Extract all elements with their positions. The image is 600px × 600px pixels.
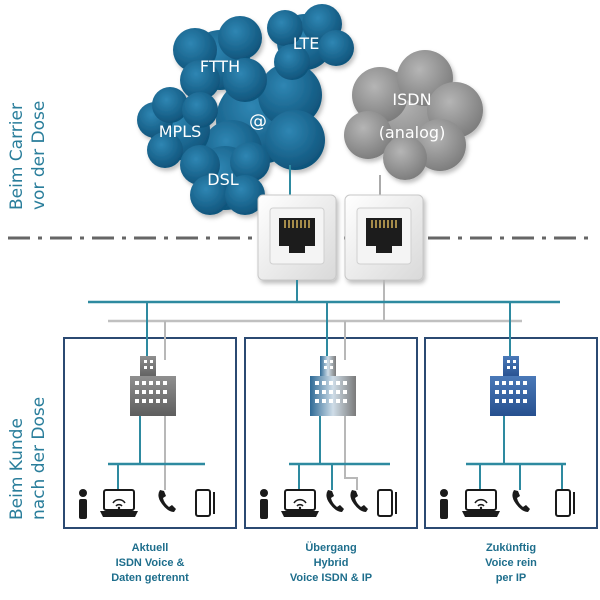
cloud-label-mpls: MPLS	[159, 122, 202, 141]
ip-network-socket-icon	[257, 194, 337, 281]
person-icon	[79, 489, 87, 519]
cloud-label-at: @	[249, 111, 267, 132]
cloud-dsl	[180, 142, 270, 215]
building-icon	[490, 356, 536, 416]
customer-label-line1: Beim Kunde	[7, 418, 27, 520]
cloud-label-dsl: DSL	[207, 170, 238, 189]
person-icon	[260, 489, 268, 519]
mobile-icon	[555, 489, 575, 517]
cloud-mpls	[137, 87, 218, 168]
cloud-lte	[267, 4, 354, 80]
caption-transition-line1: Übergang	[305, 541, 356, 554]
cloud-label-analog: (analog)	[379, 123, 446, 142]
customer-side-label: Beim Kunde nach der Dose	[7, 397, 49, 520]
caption-transition-line3: Voice ISDN & IP	[290, 572, 372, 584]
caption-transition: Übergang Hybrid Voice ISDN & IP	[290, 541, 372, 584]
building-icon	[130, 356, 176, 416]
phone-icon	[326, 490, 344, 512]
caption-future-line2: Voice rein	[485, 557, 537, 569]
laptop-icon	[100, 489, 138, 517]
svg-text:Beim Carrier: Beim Carrier	[7, 103, 27, 210]
cloud-label-ftth: FTTH	[200, 57, 240, 76]
caption-future-line1: Zukünftig	[486, 542, 536, 554]
cloud-isdn	[344, 50, 483, 180]
cloud-label-lte: LTE	[293, 34, 320, 53]
scenario-current	[79, 302, 215, 519]
caption-current-line1: Aktuell	[132, 542, 169, 554]
customer-label-line2: nach der Dose	[29, 397, 49, 520]
person-icon	[440, 489, 448, 519]
building-icon	[310, 356, 356, 416]
caption-current: Aktuell ISDN Voice & Daten getrennt	[111, 542, 189, 584]
carrier-side-label: Beim Carrier vor der Dose	[7, 101, 49, 210]
caption-future-line3: per IP	[496, 572, 527, 584]
mobile-icon	[195, 489, 215, 517]
cloud-ftth	[173, 16, 267, 102]
isdn-network-socket-icon	[344, 194, 424, 281]
laptop-icon	[281, 489, 319, 517]
svg-text:vor der Dose: vor der Dose	[29, 101, 49, 210]
caption-future: Zukünftig Voice rein per IP	[485, 542, 537, 584]
svg-text:Beim Kunde: Beim Kunde	[7, 418, 27, 520]
carrier-label-line2: vor der Dose	[29, 101, 49, 210]
svg-text:nach der Dose: nach der Dose	[29, 397, 49, 520]
scenario-transition	[260, 302, 397, 519]
mobile-icon	[377, 489, 397, 517]
phone-icon	[512, 490, 530, 512]
ip-cloud-cluster	[137, 4, 354, 215]
caption-current-line2: ISDN Voice &	[116, 557, 185, 569]
caption-current-line3: Daten getrennt	[111, 572, 189, 584]
laptop-icon	[462, 489, 500, 517]
phone-icon	[158, 490, 176, 512]
phone-icon	[350, 490, 368, 512]
cloud-label-isdn: ISDN	[392, 90, 431, 109]
scenario-future	[440, 302, 575, 519]
carrier-label-line1: Beim Carrier	[7, 103, 27, 210]
caption-transition-line2: Hybrid	[314, 557, 349, 569]
